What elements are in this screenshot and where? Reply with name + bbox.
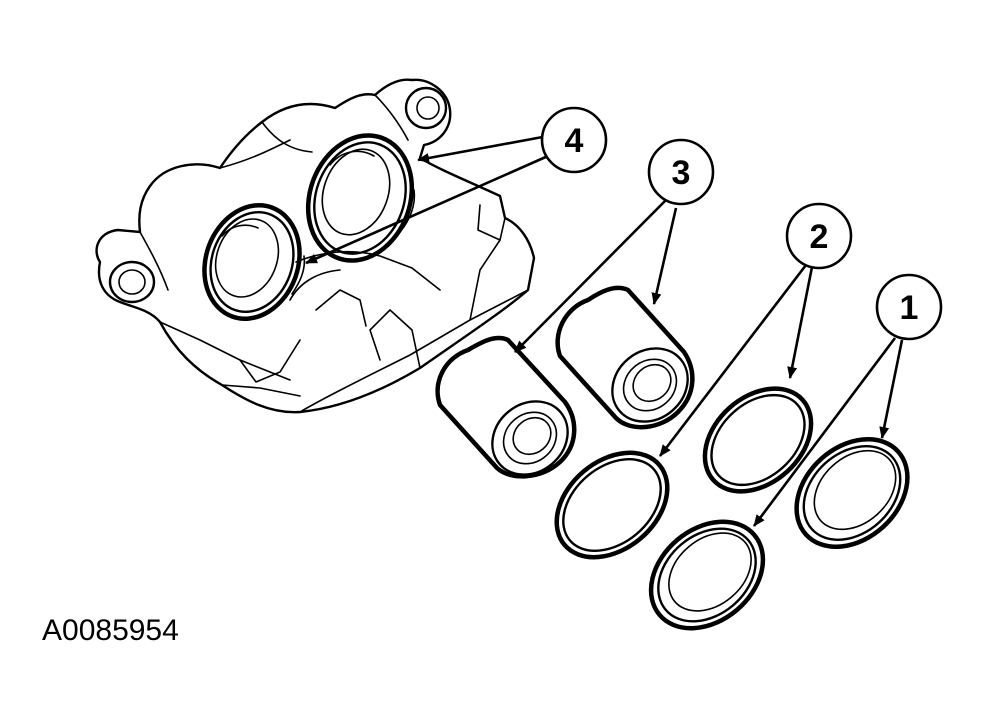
piston-lower xyxy=(435,335,577,479)
dust-boot-upper xyxy=(794,436,910,550)
dust-boot-lower xyxy=(648,519,766,631)
leader-2-left xyxy=(658,264,808,457)
callout-4: 4 xyxy=(540,106,608,174)
callout-2-label: 2 xyxy=(810,218,829,256)
leader-lines xyxy=(305,134,904,527)
figure-id: A0085954 xyxy=(42,614,179,647)
leader-4-lower xyxy=(305,154,549,265)
leader-2-right xyxy=(787,266,814,379)
callout-2: 2 xyxy=(785,202,853,270)
piston-upper xyxy=(555,285,695,430)
callout-1-label: 1 xyxy=(900,289,919,327)
piston-seal-upper xyxy=(702,386,814,494)
callout-3: 3 xyxy=(647,138,715,206)
callout-3-label: 3 xyxy=(672,154,691,192)
piston-seal-lower xyxy=(554,450,670,560)
leader-1-right xyxy=(879,339,904,439)
callout-4-label: 4 xyxy=(565,122,584,160)
leader-3-left xyxy=(514,199,667,353)
caliper-housing xyxy=(95,78,536,414)
leader-4-upper xyxy=(417,134,549,163)
leader-1-left xyxy=(752,337,897,527)
callout-1: 1 xyxy=(875,273,943,341)
leader-3-right xyxy=(651,207,678,305)
